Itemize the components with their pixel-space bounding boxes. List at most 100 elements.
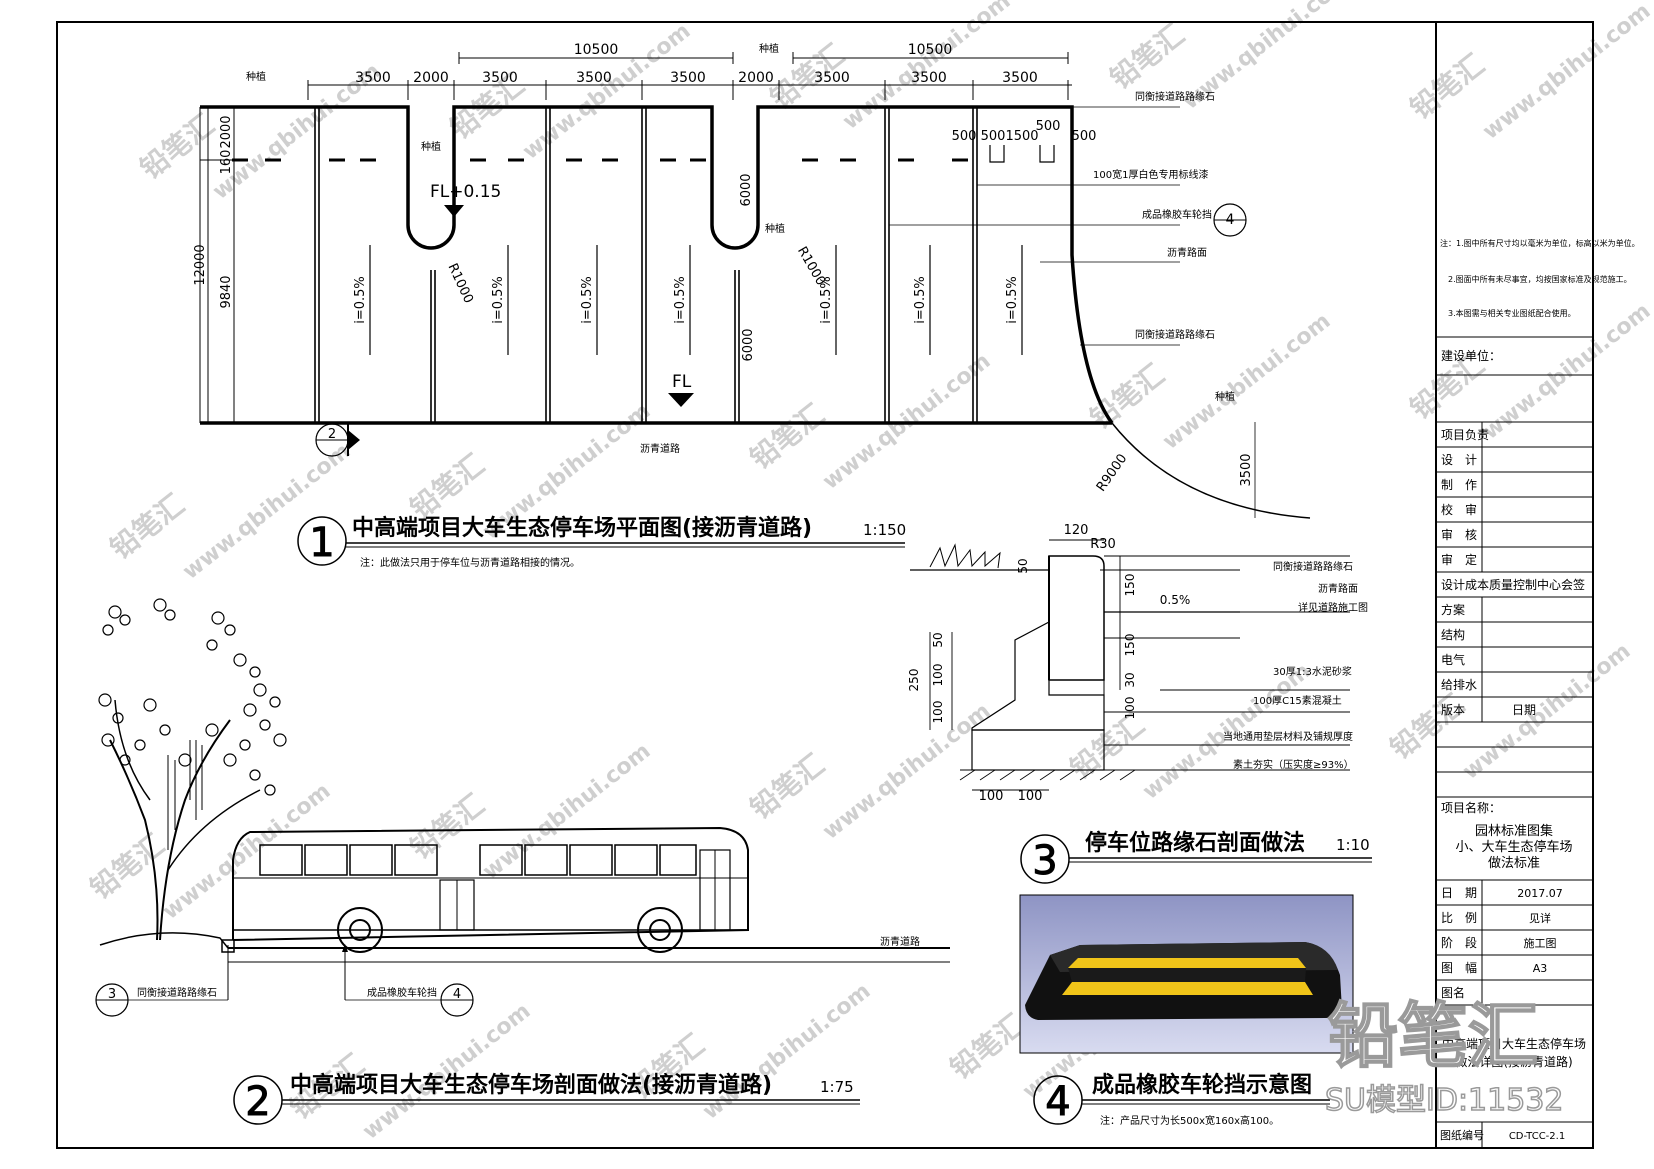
fig3-number: 3 bbox=[1032, 838, 1057, 884]
tb-drawing-title-2: 做法详图(接沥青道路) bbox=[1455, 1054, 1572, 1069]
planting-label-3: 种植 bbox=[421, 140, 441, 153]
dim-6000-1: 6000 bbox=[739, 173, 754, 206]
watermark-brand: 铅笔汇 bbox=[1384, 688, 1471, 766]
fig3-dim-150b: 150 bbox=[1123, 634, 1137, 657]
watermark-url: www.qbihui.com bbox=[818, 699, 995, 845]
watermark-url: www.qbihui.com bbox=[358, 999, 535, 1145]
tb-row-4: 校 审 bbox=[1441, 502, 1477, 517]
watermark-brand: 铅笔汇 bbox=[744, 748, 831, 826]
tb-disc-4: 给排水 bbox=[1441, 678, 1477, 692]
tb-row-1: 项目负责 bbox=[1441, 428, 1489, 442]
fig2-callout-4-num: 4 bbox=[453, 987, 461, 1002]
tb-row-6: 审 定 bbox=[1441, 552, 1477, 567]
label-marking: 100宽1厚白色专用标线漆 bbox=[1093, 168, 1208, 181]
dim-left-12000: 12000 bbox=[193, 244, 208, 285]
title-block bbox=[1436, 336, 1593, 1148]
model-id-text: SU模型ID:11532 bbox=[1325, 1083, 1564, 1118]
fig2-title: 中高端项目大车生态停车场剖面做法(接沥青道路) bbox=[290, 1072, 772, 1098]
tb-row-5: 审 核 bbox=[1441, 527, 1477, 542]
tb-info-value-3: 施工图 bbox=[1524, 937, 1557, 950]
fig1-title-block: 1 中高端项目大车生态停车场平面图(接沥青道路) 1:150 注：此做法只用于停… bbox=[297, 515, 906, 569]
fig2-label-stop: 成品橡胶车轮挡 bbox=[367, 986, 437, 999]
tb-drawing-title-1: 中高端项目大车生态停车场 bbox=[1442, 1036, 1586, 1051]
fig2-section bbox=[95, 598, 950, 1017]
fig1-scale: 1:150 bbox=[863, 521, 906, 539]
label-asphalt: 沥青路面 bbox=[1167, 246, 1207, 259]
dim-left-160: 160 bbox=[219, 150, 234, 175]
fig4-note: 注：产品尺寸为长500x宽160x高100。 bbox=[1100, 1114, 1279, 1127]
stall-dividers bbox=[314, 107, 978, 423]
dim-top-3: 3500 bbox=[482, 70, 518, 86]
dim-stall-2: 500 bbox=[981, 129, 1006, 144]
tb-project-name-3: 做法标准 bbox=[1488, 856, 1540, 871]
fig1-texts: 3500 2000 3500 3500 3500 2000 3500 3500 … bbox=[193, 42, 1254, 495]
tree-trunk bbox=[109, 739, 159, 941]
watermark-url: www.qbihui.com bbox=[838, 0, 1015, 135]
fig3-curb-section bbox=[910, 539, 1350, 791]
bus-wheels bbox=[337, 907, 683, 953]
slope-6: i=0.5% bbox=[913, 276, 928, 324]
dim-top-9: 3500 bbox=[1002, 70, 1038, 86]
watermark-url: www.qbihui.com bbox=[1458, 639, 1635, 785]
curb-outline bbox=[200, 105, 1114, 425]
slope-arrows bbox=[369, 245, 1023, 355]
dim-total-1: 10500 bbox=[574, 42, 619, 58]
fig2-label-curb: 同衡接道路路缘石 bbox=[137, 986, 217, 999]
tb-info-value-2: 见详 bbox=[1529, 911, 1551, 925]
left-dimensions bbox=[200, 106, 240, 424]
tb-date-label: 日期 bbox=[1512, 703, 1536, 717]
slope-3: i=0.5% bbox=[580, 276, 595, 324]
watermark-brand: 铅笔汇 bbox=[1064, 708, 1151, 786]
gravel-layer bbox=[971, 729, 1105, 771]
fig3-label-5: 100厚C15素混凝土 bbox=[1253, 694, 1342, 707]
fig3-number-circle bbox=[1020, 834, 1070, 884]
slope-2: i=0.5% bbox=[491, 276, 506, 324]
fig2-texts: 沥青道路 同衡接道路路缘石 成品橡胶车轮挡 3 4 bbox=[108, 935, 920, 1002]
callout-4-num: 4 bbox=[1226, 212, 1235, 228]
fig3-title-block: 3 停车位路缘石剖面做法 1:10 bbox=[1020, 830, 1372, 885]
watermark-url: www.qbihui.com bbox=[698, 979, 875, 1125]
dim-left-2000: 2000 bbox=[219, 115, 234, 148]
tb-drawing-no-label: 图纸编号 bbox=[1440, 1128, 1484, 1142]
tb-project-name-1: 园林标准图集 bbox=[1475, 823, 1553, 839]
dim-top-4: 3500 bbox=[576, 70, 612, 86]
fig4-number: 4 bbox=[1045, 1079, 1070, 1125]
dim-top-2: 2000 bbox=[413, 70, 449, 86]
tb-info-value-1: 2017.07 bbox=[1517, 887, 1563, 900]
fl-low-marker bbox=[668, 393, 694, 407]
fig3-label-7: 素土夯实（压实度≥93%） bbox=[1233, 758, 1354, 771]
dim-total-2: 10500 bbox=[908, 42, 953, 58]
fig3-dim-100b: 100 bbox=[931, 664, 945, 687]
curb-stone bbox=[1048, 555, 1105, 681]
fig3-dim-120: 120 bbox=[1064, 523, 1089, 538]
fig1-number-circle bbox=[297, 516, 347, 566]
dim-top-6: 2000 bbox=[738, 70, 774, 86]
soil-hatch bbox=[959, 769, 1136, 781]
watermark-brand: 铅笔汇 bbox=[1404, 48, 1491, 126]
tree-hanging-branches bbox=[167, 740, 203, 850]
tb-note-3: 3.本图需与相关专业图纸配合使用。 bbox=[1448, 308, 1576, 318]
fig3-label-6: 当地通用垫层材料及铺规厚度 bbox=[1223, 730, 1353, 743]
fig2-callout-3-num: 3 bbox=[108, 987, 116, 1002]
fig1-plan bbox=[199, 52, 1311, 519]
fl-low-label: FL bbox=[672, 372, 692, 392]
fig4-title: 成品橡胶车轮挡示意图 bbox=[1092, 1072, 1312, 1098]
slope-1: i=0.5% bbox=[353, 276, 368, 324]
fig3-dim-150a: 150 bbox=[1123, 574, 1137, 597]
title-block-texts: 注：1.图中所有尺寸均以毫米为单位，标高以米为单位。 2.图面中所有未尽事宜，均… bbox=[1440, 238, 1640, 1142]
fig1-number: 1 bbox=[309, 520, 334, 566]
leader-lines bbox=[889, 106, 1256, 518]
watermark-brand: 铅笔汇 bbox=[404, 448, 491, 526]
radius-small-1: R1000 bbox=[444, 261, 475, 306]
stall-detail-boxes bbox=[989, 145, 1055, 163]
bus-windows bbox=[259, 844, 697, 876]
dim-top-8: 3500 bbox=[911, 70, 947, 86]
planting-label-4: 种植 bbox=[765, 222, 785, 235]
dim-stall-3: 1500 bbox=[1005, 129, 1038, 144]
tb-drawing-no: CD-TCC-2.1 bbox=[1509, 1131, 1565, 1142]
dim-6000-2: 6000 bbox=[741, 328, 756, 361]
fig2-scale: 1:75 bbox=[820, 1078, 854, 1096]
fig3-slope: 0.5% bbox=[1160, 593, 1191, 607]
tb-info-value-4: A3 bbox=[1533, 962, 1548, 975]
outer-frame bbox=[56, 21, 1594, 1149]
